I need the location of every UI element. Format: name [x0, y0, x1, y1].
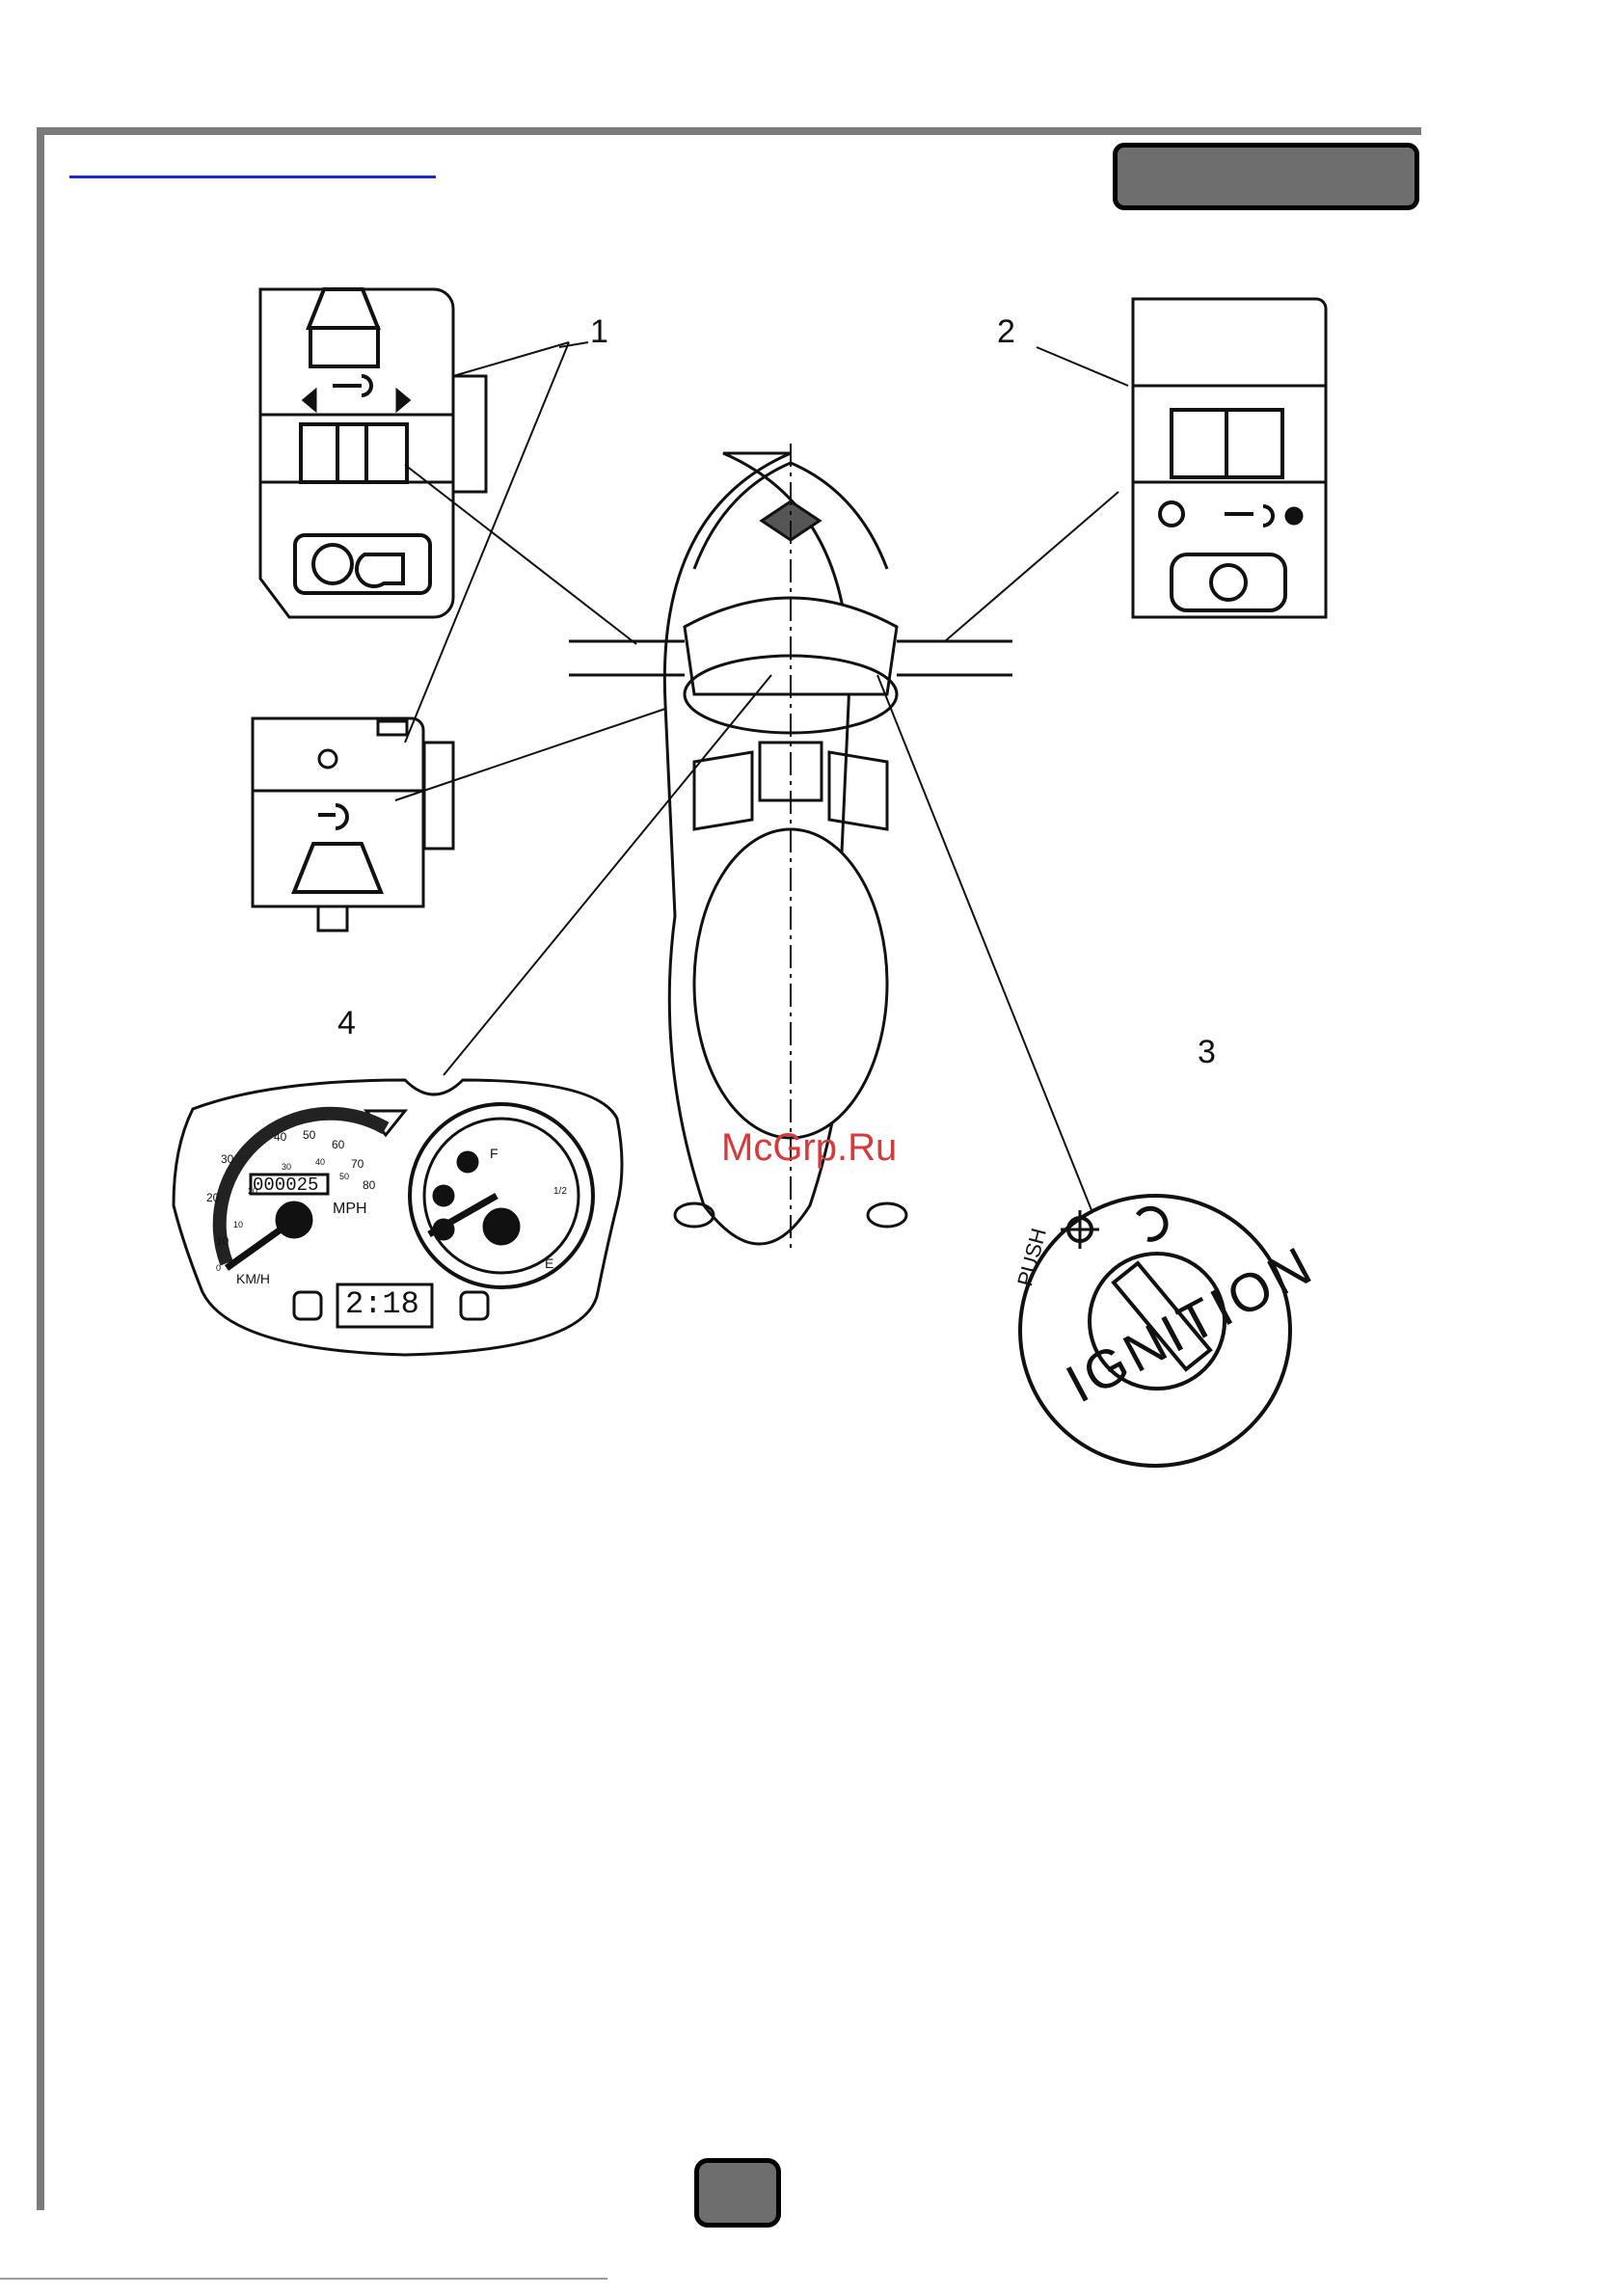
watermark: McGrp.Ru	[721, 1126, 897, 1170]
clock-readout: 2:18	[345, 1286, 419, 1322]
kmh-tick: 20	[248, 1186, 257, 1196]
mph-tick: 80	[363, 1178, 375, 1192]
mph-tick: 40	[274, 1130, 286, 1144]
callout-1: 1	[590, 313, 608, 351]
callout-2: 2	[997, 313, 1015, 351]
left-switch-top	[260, 289, 486, 617]
kmh-tick: 40	[315, 1157, 325, 1167]
kmh-label: KM/H	[236, 1271, 270, 1286]
right-switch	[1133, 299, 1326, 617]
kmh-tick: 50	[339, 1172, 349, 1181]
fuel-empty-label: E	[545, 1256, 553, 1271]
callout-3: 3	[1198, 1034, 1216, 1071]
kmh-tick: 0	[216, 1263, 221, 1273]
fuel-half-label: 1/2	[553, 1186, 567, 1197]
mph-tick: 50	[303, 1128, 315, 1142]
kmh-tick: 30	[282, 1162, 291, 1172]
kmh-tick-labels: 0 10 20 30 40 50	[214, 1143, 359, 1268]
left-switch-bottom	[253, 718, 453, 931]
fuel-full-label: F	[490, 1146, 499, 1161]
kmh-tick: 10	[233, 1220, 243, 1229]
callout-4: 4	[337, 1005, 356, 1042]
